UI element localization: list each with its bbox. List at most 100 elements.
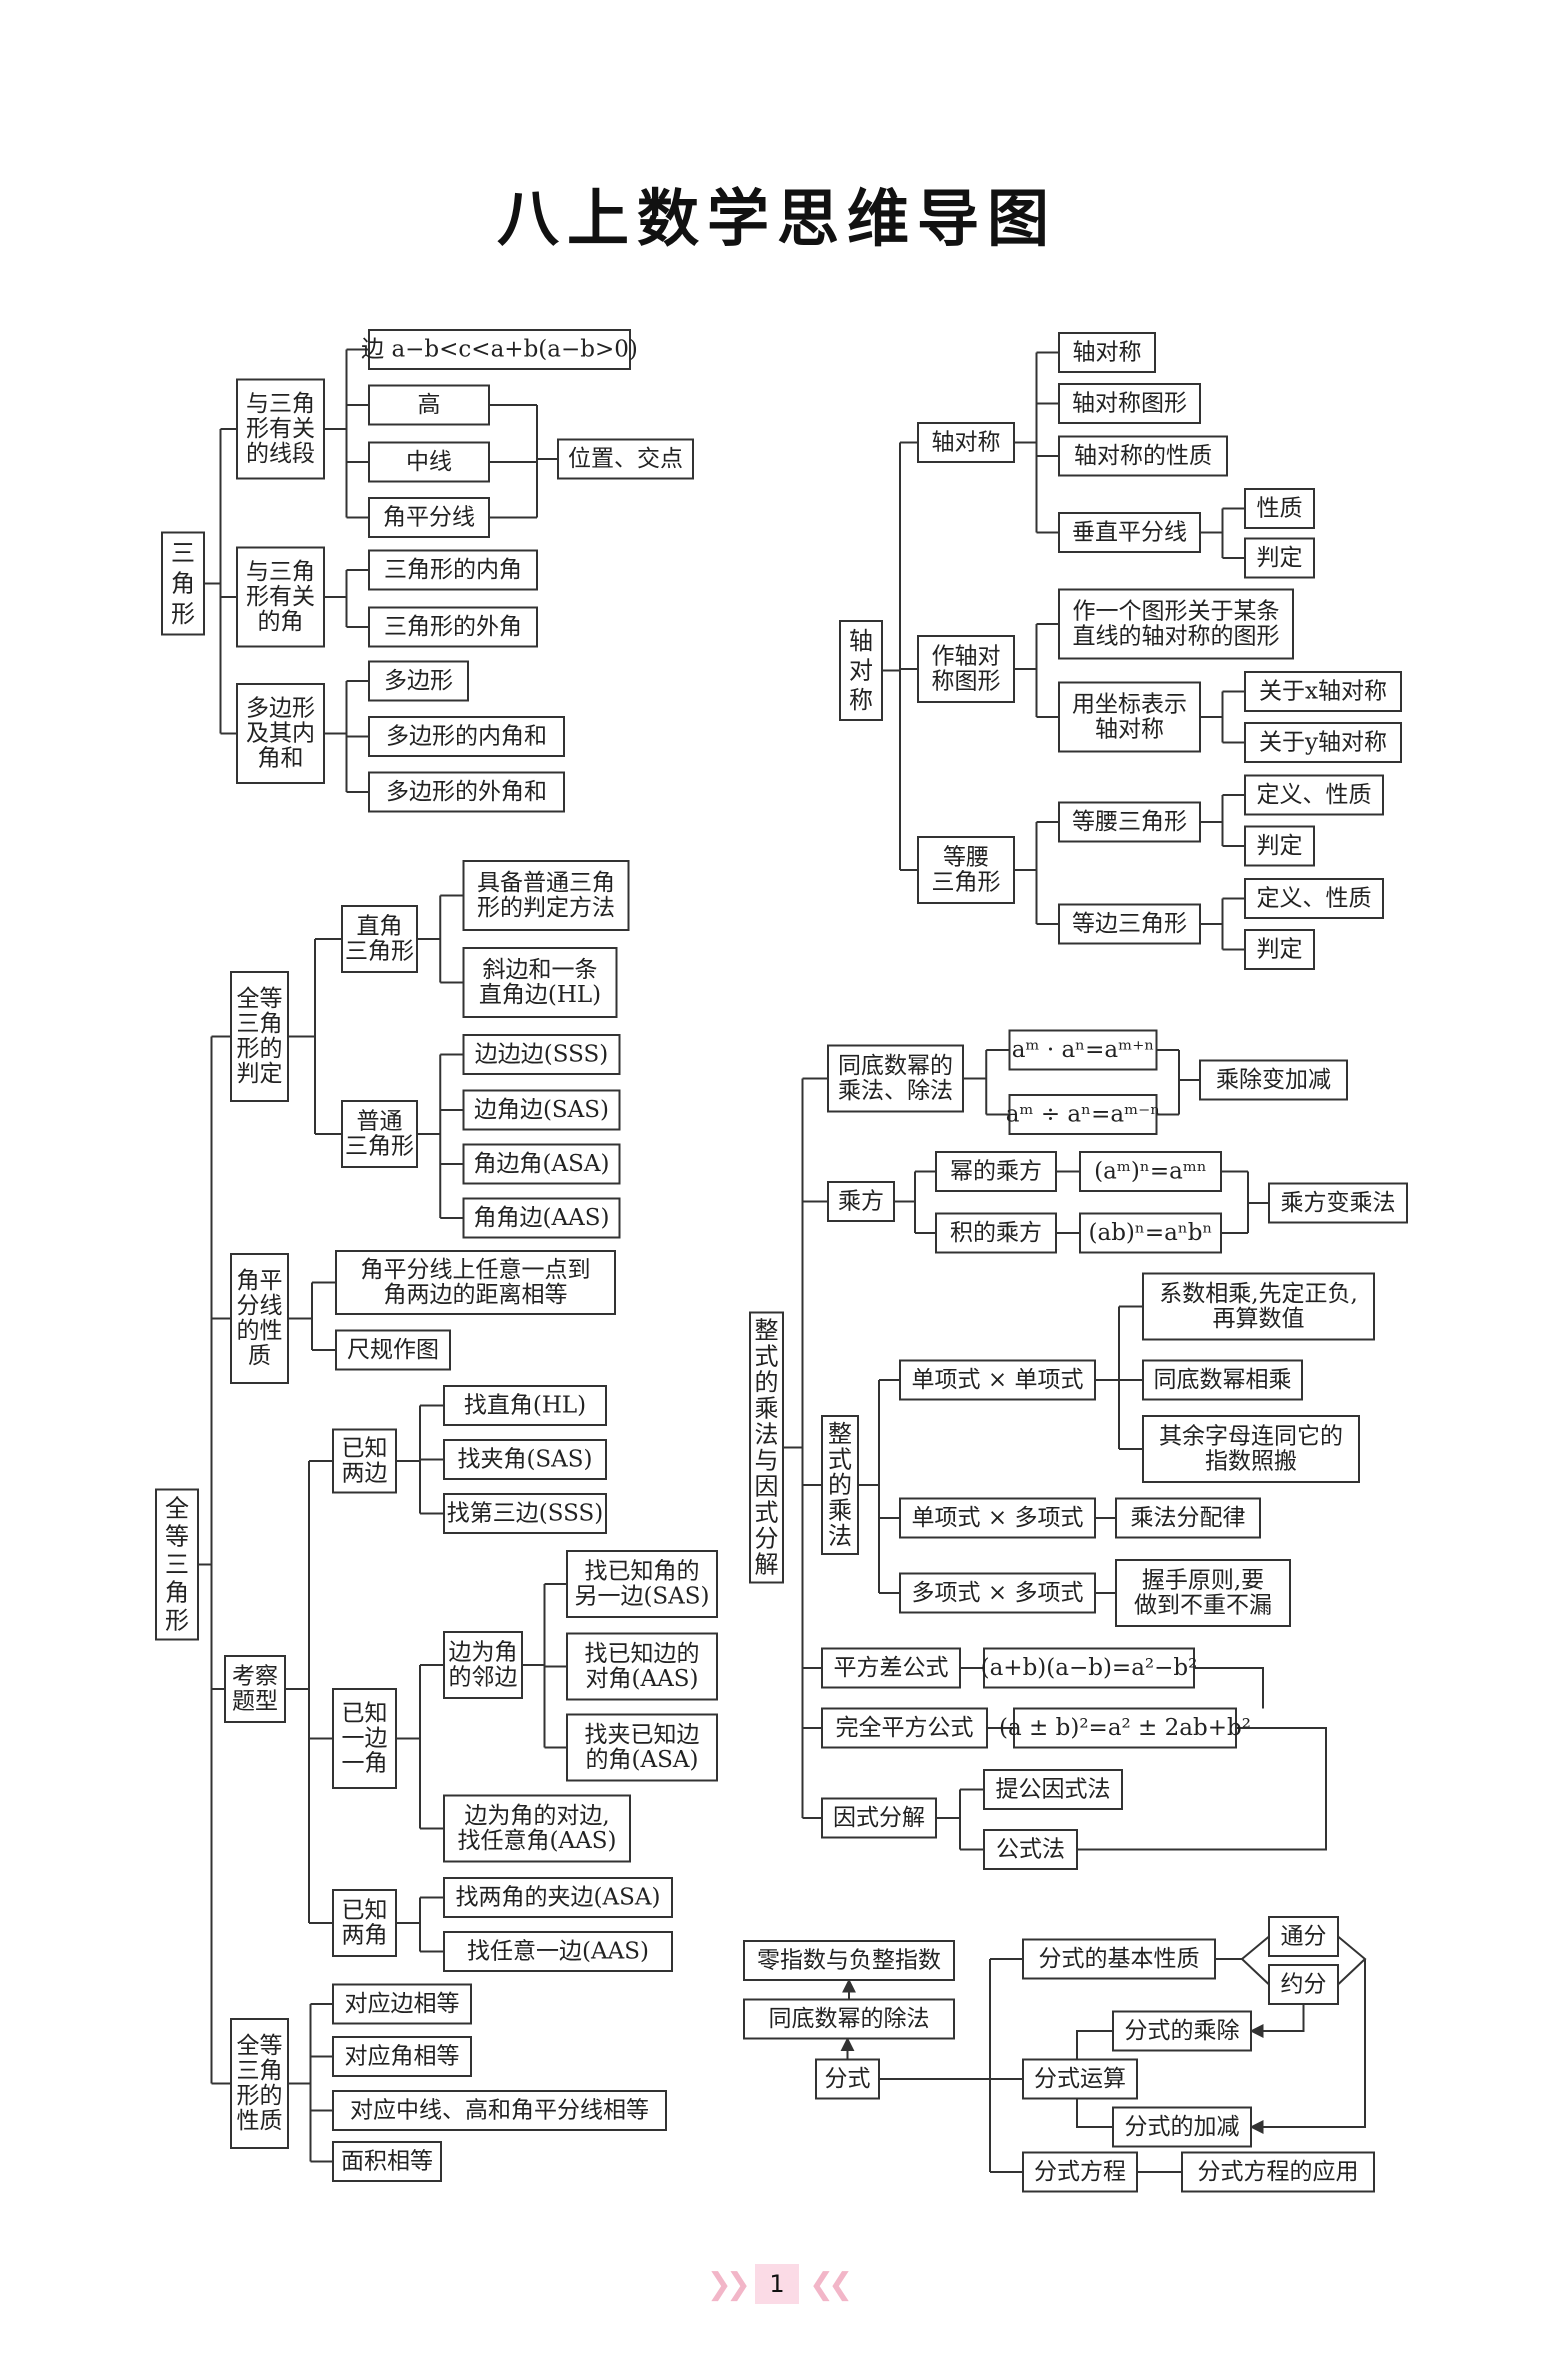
node-label: 约分 — [1281, 1972, 1327, 1998]
node-label: 斜边和一条 — [483, 957, 598, 983]
page-title: 八上数学思维导图 — [496, 182, 1057, 255]
node-label: 面积相等 — [341, 2149, 433, 2175]
connector — [1194, 1667, 1264, 1709]
node-label: 判定 — [1257, 833, 1303, 859]
node-nj: 三角形的内角 — [368, 549, 538, 591]
node-dyzx: 对应中线、高和角平分线相等 — [332, 2090, 667, 2131]
node-dysjx: 等腰三角形 — [917, 836, 1015, 904]
node-cf: 乘方 — [827, 1181, 895, 1222]
node-label: 再算数值 — [1213, 1306, 1305, 1332]
node-ysfj: 因式分解 — [821, 1797, 937, 1839]
node-label: 已知 — [342, 1898, 388, 1924]
connector — [1076, 2030, 1113, 2060]
node-label: 直角 — [357, 914, 403, 940]
node-gsf: 公式法 — [983, 1829, 1078, 1870]
node-label: (a ± b)²=a² ± 2ab+b² — [999, 1715, 1251, 1741]
node-label: 分式方程 — [1034, 2159, 1126, 2185]
node-label: 形的判定方法 — [477, 895, 615, 921]
node-label: 轴对称 — [1095, 717, 1164, 743]
node-label: 边 a−b<c<a+b(a−b>0) — [361, 337, 638, 363]
node-label: aᵐ · aⁿ=aᵐ⁺ⁿ — [1012, 1037, 1155, 1063]
node-fsys: 分式运算 — [1022, 2058, 1138, 2100]
double-chevron-left-icon: ❮❮ — [809, 2266, 853, 2302]
node-label: 乘 — [828, 1497, 852, 1525]
connector — [1249, 1959, 1366, 2134]
node-dyxz2: 定义、性质 — [1244, 878, 1384, 919]
node-label: 与三角 — [246, 391, 315, 417]
node-label: 找第三边(SSS) — [447, 1501, 603, 1527]
node-f2: aᵐ ÷ aⁿ=aᵐ⁻ⁿ — [1006, 1094, 1160, 1135]
node-label: 幂的乘方 — [950, 1159, 1042, 1185]
connector — [1249, 2004, 1305, 2038]
node-label: 普通 — [357, 1109, 403, 1135]
node-label: 乘法、除法 — [838, 1078, 953, 1104]
node-label: 三角形 — [345, 939, 414, 965]
node-label: 垂直平分线 — [1072, 520, 1187, 546]
node-label: 位置、交点 — [568, 446, 683, 472]
double-chevron-right-icon: ❯❯ — [706, 2266, 751, 2302]
node-xz1: 性质 — [1244, 488, 1315, 529]
node-label: 单项式 × 多项式 — [912, 1505, 1084, 1531]
node-label: 积的乘方 — [950, 1220, 1042, 1246]
node-label: 两角 — [342, 1923, 388, 1949]
node-label: 考察 — [232, 1664, 278, 1690]
node-label: 关于y轴对称 — [1259, 730, 1387, 756]
node-pd1: 判定 — [1244, 537, 1315, 579]
node-label: 轴对称 — [932, 430, 1001, 456]
node-dxsdx: 单项式 × 多项式 — [899, 1497, 1096, 1539]
node-yf: 约分 — [1268, 1964, 1339, 2005]
node-label: 分式 — [825, 2066, 871, 2092]
node-label: 做到不重不漏 — [1134, 1593, 1272, 1619]
node-label: 分式运算 — [1034, 2066, 1126, 2092]
node-label: 三角形 — [345, 1134, 414, 1160]
node-label: 直线的轴对称的图形 — [1073, 624, 1280, 650]
node-label: 角边角(ASA) — [474, 1151, 610, 1177]
node-fsdjj: 分式的加减 — [1112, 2106, 1252, 2148]
node-label: 的邻边 — [449, 1665, 518, 1691]
node-label: 提公因式法 — [996, 1777, 1111, 1803]
node-label: 称 — [849, 686, 873, 714]
connector-lines — [198, 348, 1367, 2173]
node-label: 形的 — [237, 1036, 283, 1062]
node-dyjxd: 对应角相等 — [332, 2036, 472, 2077]
node-label: 指数照搬 — [1205, 1449, 1297, 1475]
node-label: 完全平方公式 — [836, 1715, 974, 1741]
node-label: 单项式 × 单项式 — [912, 1367, 1084, 1393]
node-label: 两边 — [342, 1461, 388, 1487]
node-zdcxz: 轴对称的性质 — [1058, 435, 1228, 477]
node-zjj: 找夹角(SAS) — [443, 1439, 607, 1480]
node-cgzt: 尺规作图 — [335, 1329, 451, 1371]
node-f3: (aᵐ)ⁿ=aᵐⁿ — [1079, 1151, 1222, 1192]
node-jpfx: 角平分线 — [368, 497, 490, 538]
node-gyx: 关于x轴对称 — [1244, 671, 1402, 712]
node-label: 乘法分配律 — [1131, 1505, 1246, 1531]
node-label: 定义、性质 — [1257, 886, 1372, 912]
node-label: 判定 — [1257, 937, 1303, 963]
node-zryb: 找任意一边(AAS) — [443, 1931, 673, 1972]
node-label: 已知 — [342, 1701, 388, 1727]
node-label: 找夹已知边 — [585, 1722, 700, 1748]
node-label: 尺规作图 — [347, 1337, 439, 1363]
node-label: 全 — [165, 1495, 189, 1523]
node-fsfcyy: 分式方程的应用 — [1181, 2151, 1375, 2193]
node-dysj2: 等腰三角形 — [1058, 801, 1201, 843]
node-gyy: 关于y轴对称 — [1244, 722, 1402, 763]
node-pd3: 判定 — [1244, 929, 1315, 970]
